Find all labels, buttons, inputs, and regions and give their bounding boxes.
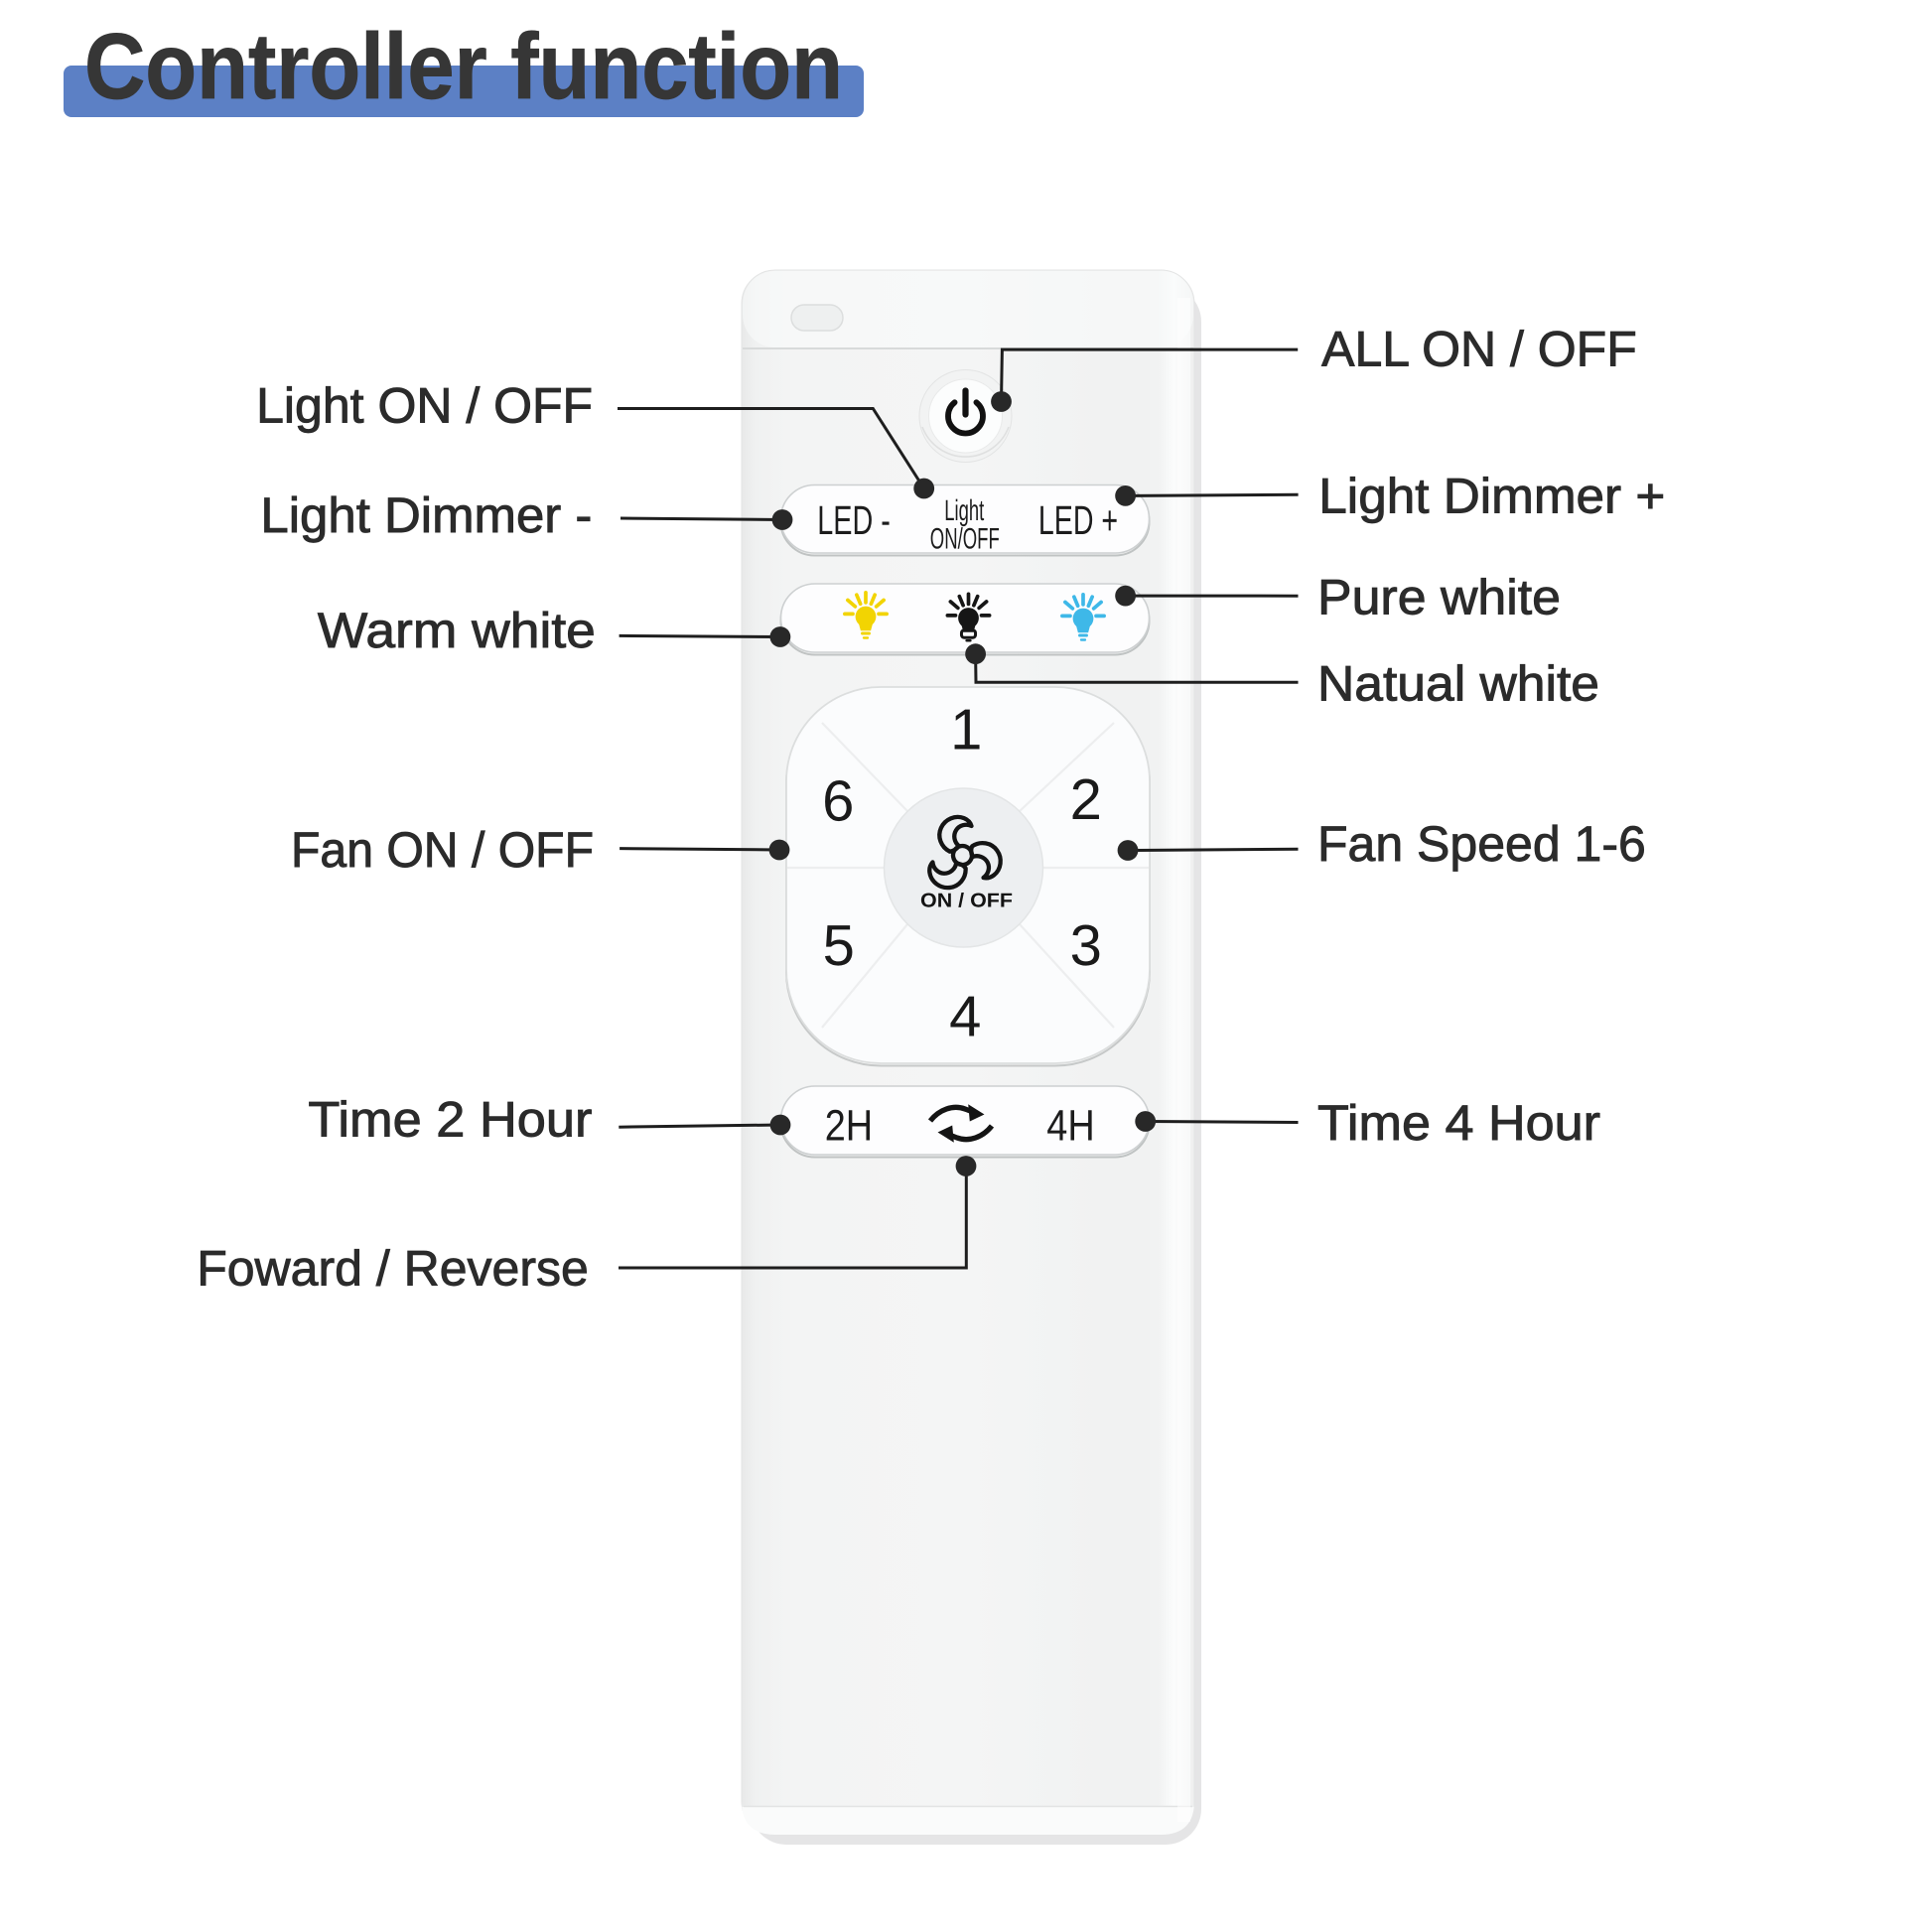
svg-text:4: 4 bbox=[949, 985, 981, 1049]
svg-text:Light ON / OFF: Light ON / OFF bbox=[256, 378, 593, 434]
svg-text:Light Dimmer -: Light Dimmer - bbox=[260, 487, 592, 543]
svg-text:Foward / Reverse: Foward / Reverse bbox=[197, 1240, 589, 1296]
svg-text:Warm white: Warm white bbox=[318, 603, 596, 658]
svg-text:2: 2 bbox=[1070, 767, 1102, 832]
svg-text:1: 1 bbox=[950, 698, 982, 762]
svg-text:Fan ON / OFF: Fan ON / OFF bbox=[291, 822, 594, 878]
svg-text:Natual white: Natual white bbox=[1317, 656, 1599, 712]
svg-text:Time 2 Hour: Time 2 Hour bbox=[308, 1092, 592, 1148]
svg-text:ALL ON / OFF: ALL ON / OFF bbox=[1321, 322, 1637, 377]
svg-text:ON / OFF: ON / OFF bbox=[920, 891, 1013, 912]
svg-text:2H: 2H bbox=[825, 1101, 873, 1150]
svg-text:LED +: LED + bbox=[1038, 497, 1118, 543]
svg-text:LED -: LED - bbox=[817, 497, 891, 543]
svg-text:ON/OFF: ON/OFF bbox=[930, 523, 1000, 556]
svg-text:Light Dimmer +: Light Dimmer + bbox=[1318, 469, 1665, 524]
svg-text:4H: 4H bbox=[1046, 1101, 1094, 1150]
svg-text:Controller function: Controller function bbox=[84, 14, 843, 118]
svg-text:3: 3 bbox=[1070, 913, 1102, 978]
svg-text:Time 4 Hour: Time 4 Hour bbox=[1317, 1095, 1600, 1151]
svg-text:6: 6 bbox=[822, 768, 854, 833]
svg-text:Light: Light bbox=[944, 494, 984, 527]
svg-text:Pure white: Pure white bbox=[1317, 570, 1561, 625]
svg-text:5: 5 bbox=[823, 913, 855, 978]
svg-text:Fan Speed 1-6: Fan Speed 1-6 bbox=[1317, 816, 1646, 872]
